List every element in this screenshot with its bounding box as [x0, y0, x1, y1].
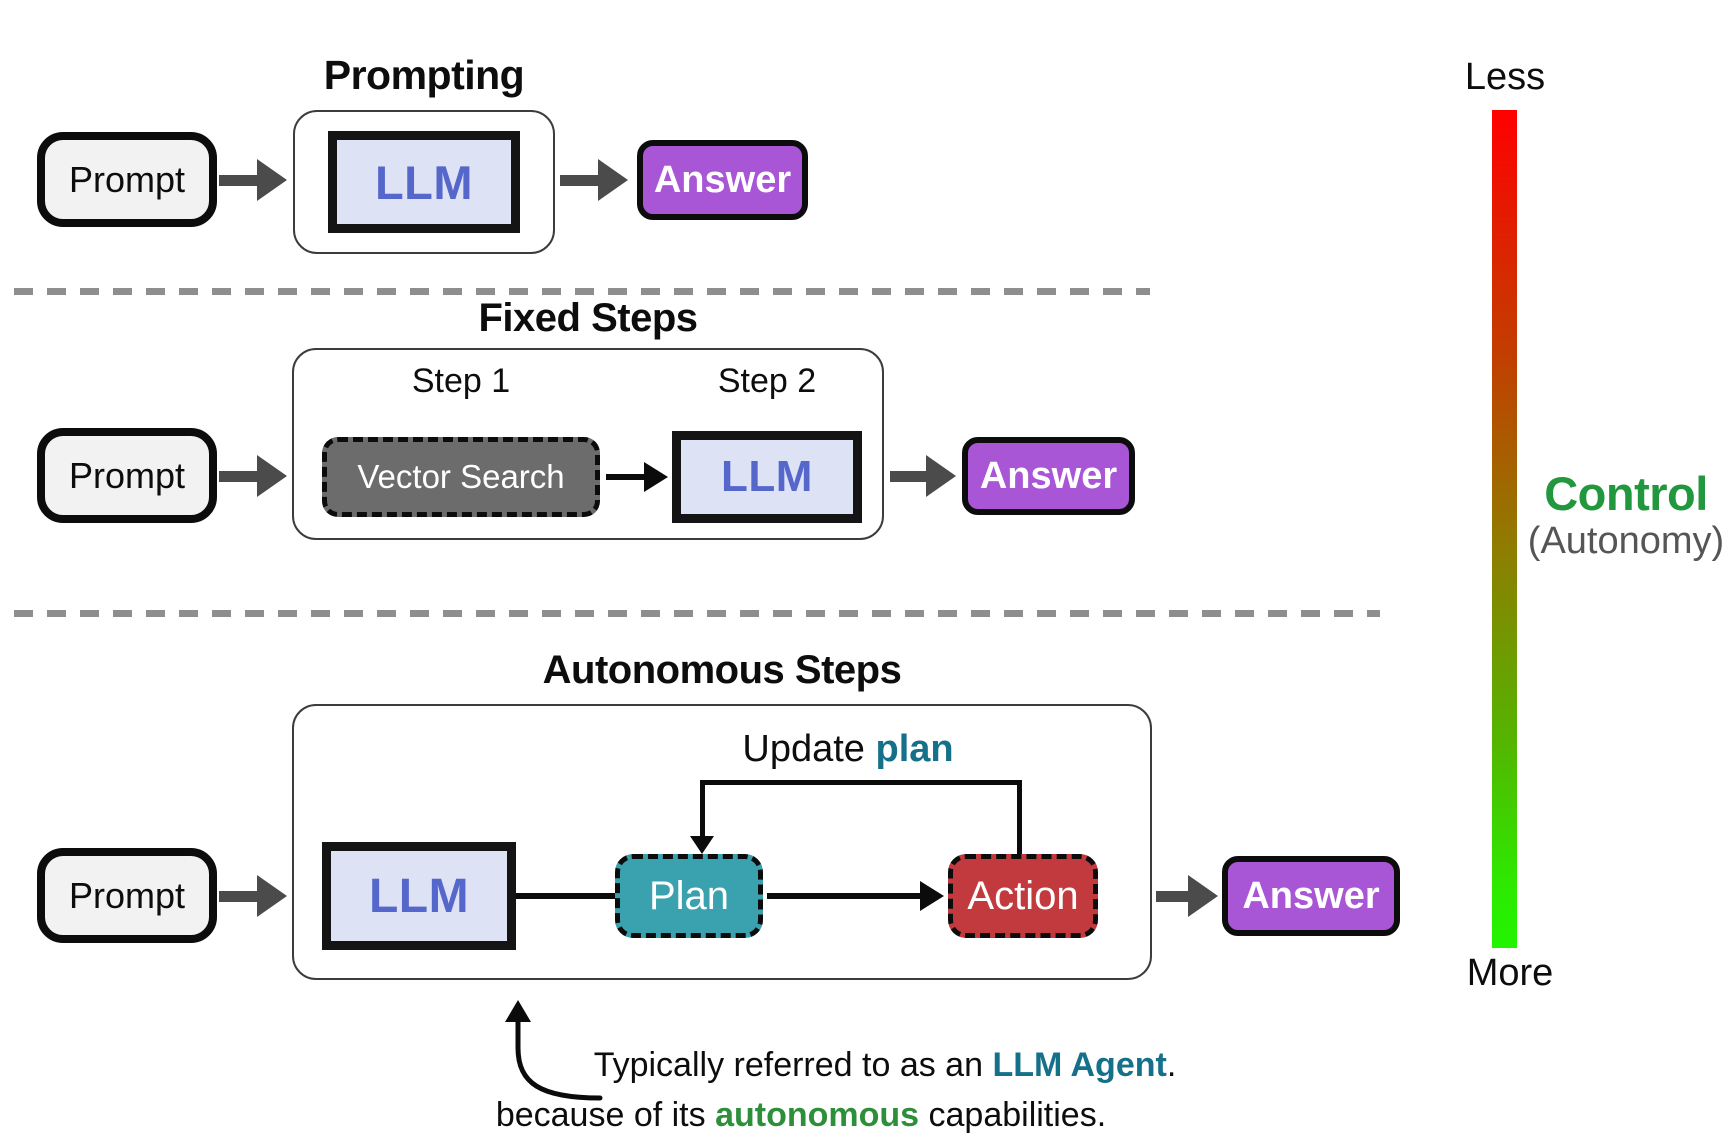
vector-search-box: Vector Search: [322, 437, 600, 517]
prompt-box-1: Prompt: [37, 132, 217, 227]
action-box: Action: [948, 854, 1098, 938]
update-plan-label: Update plan: [648, 728, 1048, 771]
prompt-label-2: Prompt: [68, 454, 186, 496]
plan-label: Plan: [648, 873, 730, 918]
annotation-line2-suffix: capabilities.: [919, 1096, 1107, 1134]
prompting-title: Prompting: [323, 52, 525, 98]
autonomous-steps-title: Autonomous Steps: [542, 648, 902, 692]
flow-arrow-icon: [219, 455, 287, 497]
control-gradient-bar: [1492, 110, 1517, 948]
llm-label-2: LLM: [721, 452, 813, 501]
loop-line-horizontal: [700, 780, 1022, 785]
flow-arrow-icon: [219, 159, 287, 201]
llm-box-1: LLM: [328, 131, 520, 233]
legend-autonomy-label: (Autonomy): [1527, 520, 1725, 562]
llm-box-3: LLM: [322, 842, 516, 950]
vector-search-label: Vector Search: [357, 458, 565, 495]
loop-arrowhead-icon: [690, 836, 714, 854]
prompt-box-3: Prompt: [37, 848, 217, 943]
llm-plan-connector: [516, 893, 615, 899]
section-divider: [14, 288, 1150, 295]
flow-arrow-icon: [219, 875, 287, 917]
annotation-line2-highlight: autonomous: [715, 1096, 920, 1134]
loop-line-left: [700, 780, 705, 838]
step-arrow-icon: [606, 462, 668, 492]
loop-line-right: [1017, 780, 1022, 854]
llm-label-1: LLM: [374, 155, 474, 209]
section-divider: [14, 610, 1380, 617]
annotation-line2-prefix: because of its: [495, 1096, 716, 1134]
update-plan-highlight: plan: [875, 728, 954, 770]
answer-label-1: Answer: [653, 158, 792, 201]
annotation-line-1: Typically referred to as an LLM Agent.: [485, 1046, 1285, 1085]
step1-label: Step 1: [411, 362, 511, 400]
llm-label-3: LLM: [368, 869, 470, 923]
answer-box-3: Answer: [1222, 856, 1400, 936]
legend-more-label: More: [1466, 952, 1554, 994]
step2-label: Step 2: [717, 362, 817, 400]
action-label: Action: [967, 873, 1079, 918]
answer-box-2: Answer: [962, 437, 1135, 515]
flow-arrow-icon: [890, 455, 956, 497]
llm-box-2: LLM: [672, 431, 862, 523]
plan-box: Plan: [615, 854, 763, 938]
legend-control-label: Control: [1544, 467, 1708, 520]
plan-action-arrow-icon: [767, 881, 944, 911]
update-plan-prefix: Update: [742, 728, 876, 770]
annotation-line1-suffix: .: [1166, 1046, 1177, 1084]
answer-label-3: Answer: [1242, 874, 1380, 917]
legend-less-label: Less: [1464, 56, 1546, 98]
prompt-box-2: Prompt: [37, 428, 217, 523]
fixed-steps-title: Fixed Steps: [478, 296, 698, 340]
prompt-label-1: Prompt: [68, 158, 186, 200]
annotation-line1-highlight: LLM Agent: [992, 1046, 1167, 1084]
callout-curved-arrow-icon: [505, 1000, 603, 1101]
flow-arrow-icon: [560, 159, 628, 201]
answer-box-1: Answer: [637, 140, 808, 220]
annotation-line-2: because of its autonomous capabilities.: [401, 1096, 1201, 1135]
flow-arrow-icon: [1156, 875, 1218, 917]
annotation-line1-prefix: Typically referred to as an: [593, 1046, 993, 1084]
answer-label-2: Answer: [979, 454, 1118, 497]
prompt-label-3: Prompt: [68, 874, 186, 916]
